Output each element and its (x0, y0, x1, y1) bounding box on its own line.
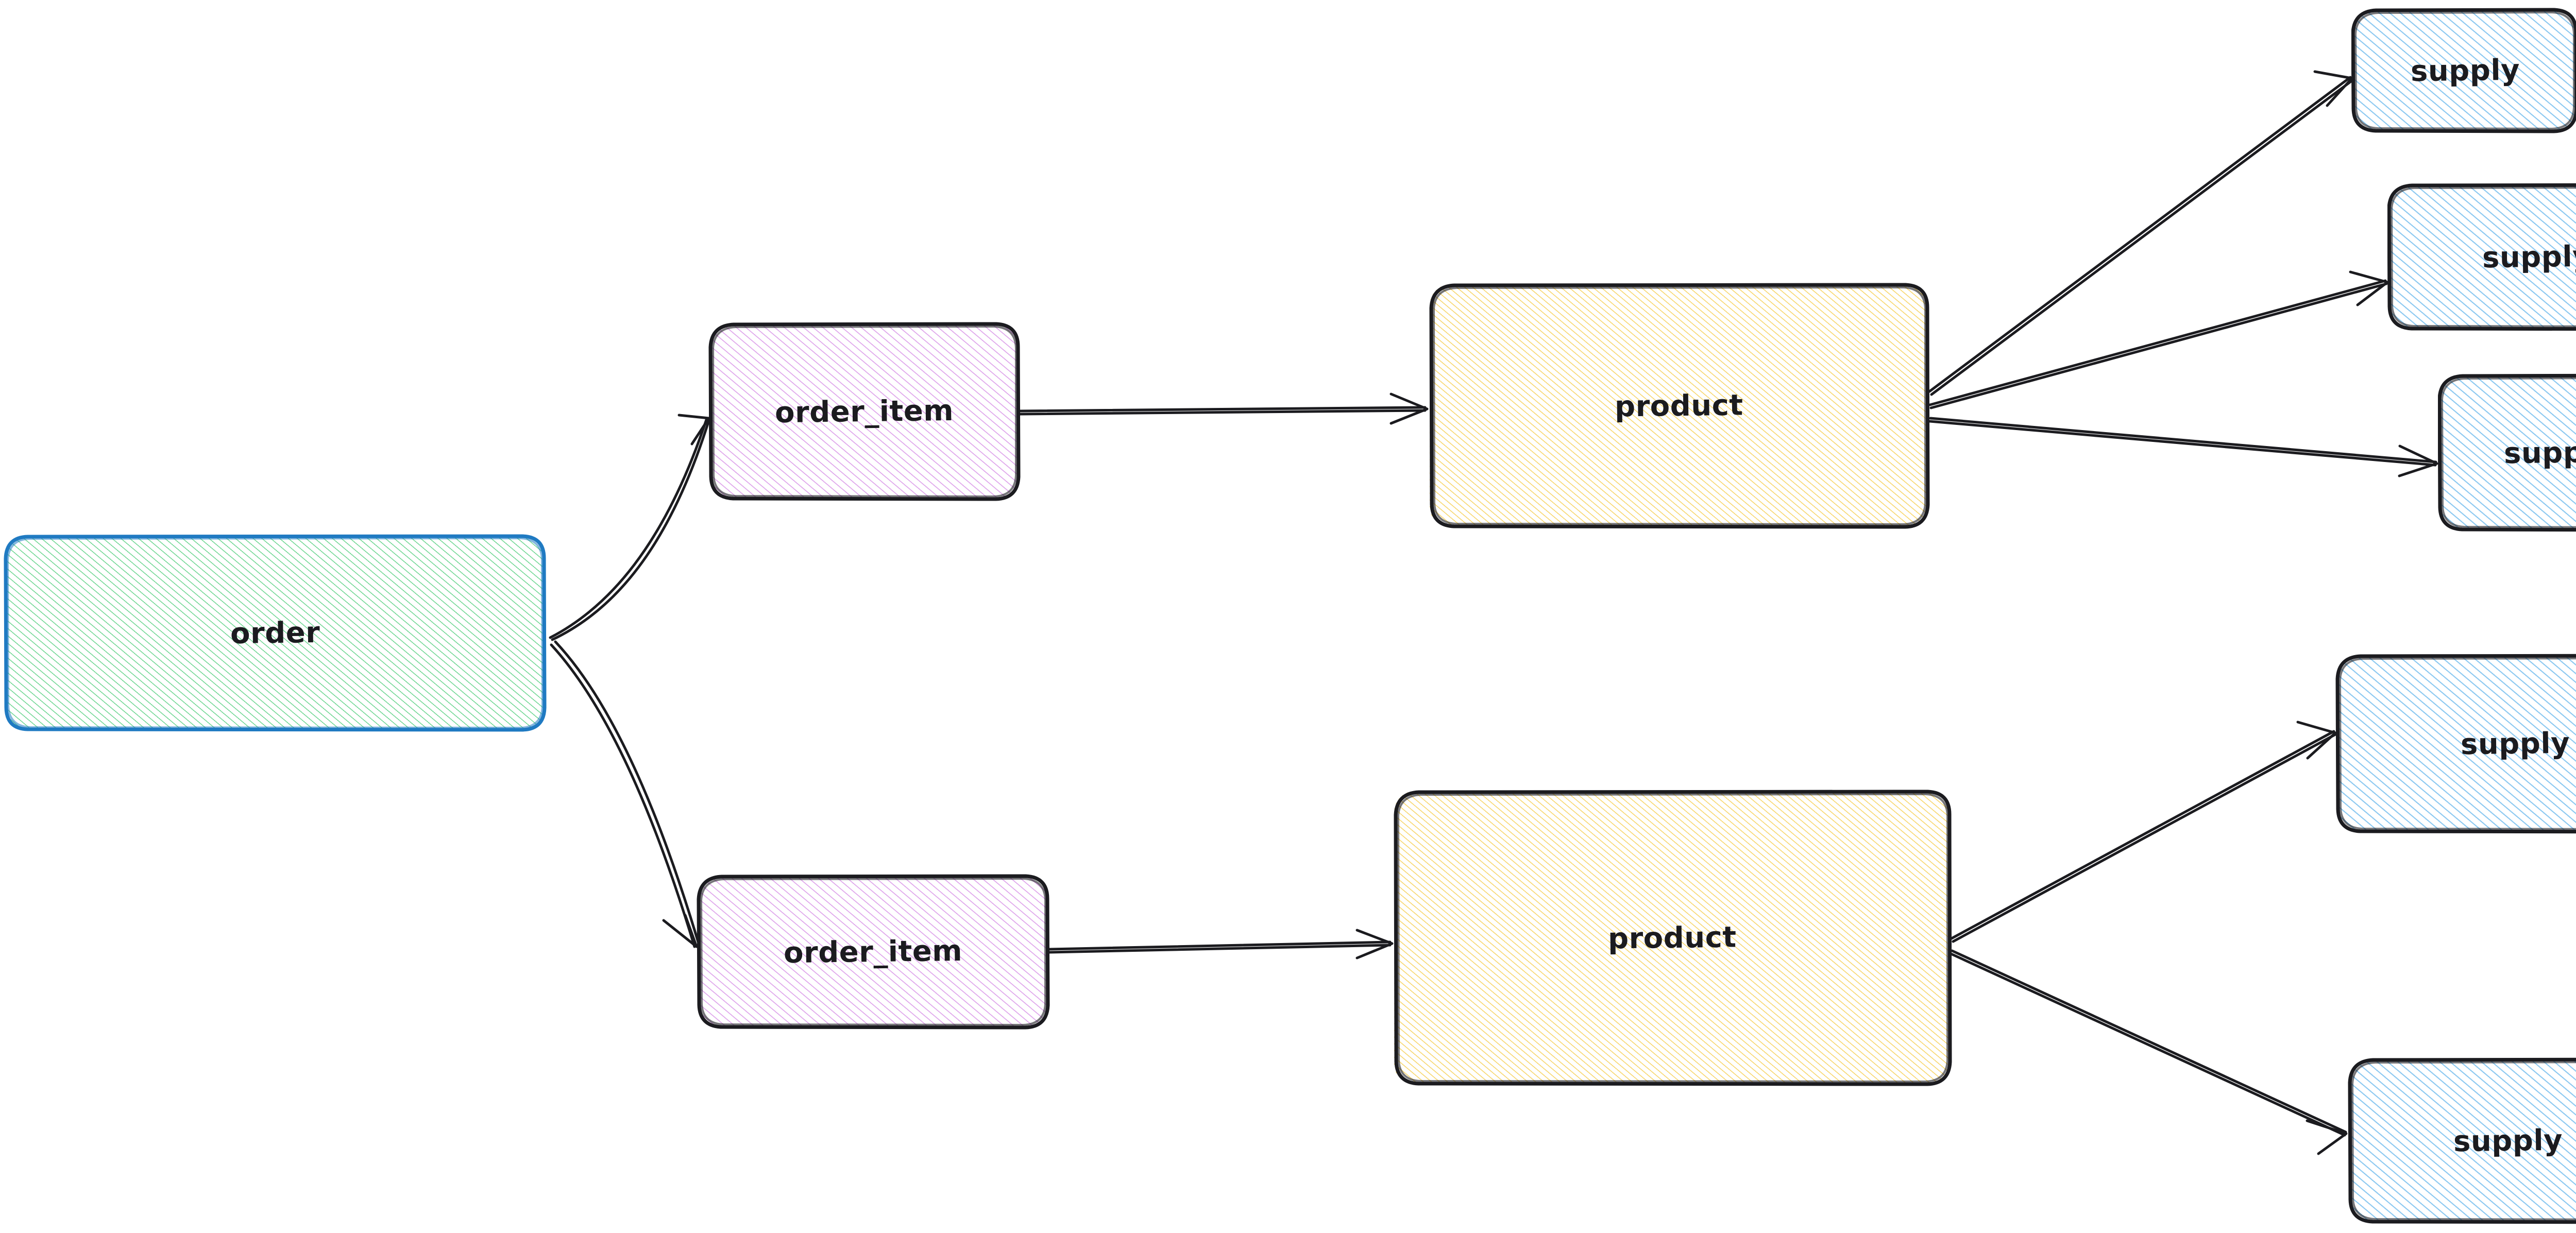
node-order-item-2[interactable]: order_item (697, 874, 1050, 1030)
edge-order-to-order-item-1 (549, 414, 710, 641)
node-product-2-label: product (1607, 920, 1737, 956)
node-supply-1[interactable]: supply (2351, 8, 2576, 133)
edge-product-1-to-supply-3 (1928, 417, 2438, 477)
node-order-item-1[interactable]: order_item (708, 322, 1021, 501)
edge-product-1-to-supply-1 (1928, 70, 2354, 396)
node-order-item-2-label: order_item (784, 934, 963, 970)
edge-order-item-2-to-product-2 (1048, 929, 1394, 960)
edge-product-2-to-supply-4 (1950, 721, 2337, 943)
node-supply-5-label: supply (2453, 1123, 2563, 1158)
node-supply-1-label: supply (2410, 53, 2520, 88)
node-product-2[interactable]: product (1394, 790, 1952, 1086)
node-order[interactable]: order (4, 534, 547, 732)
node-supply-2[interactable]: supply (2387, 183, 2576, 331)
node-product-1-label: product (1614, 388, 1744, 424)
node-supply-4[interactable]: supply (2335, 654, 2576, 834)
node-supply-4-label: supply (2460, 726, 2570, 761)
node-order-label: order (230, 615, 320, 650)
node-supply-5[interactable]: supply (2348, 1057, 2576, 1224)
edge-order-item-1-to-product-1 (1019, 392, 1429, 425)
edge-product-2-to-supply-5 (1950, 949, 2348, 1155)
node-supply-2-label: supply (2482, 239, 2576, 275)
edge-product-1-to-supply-2 (1928, 270, 2389, 409)
edge-order-to-order-item-2 (550, 640, 700, 948)
node-order-item-1-label: order_item (775, 393, 954, 430)
node-product-1[interactable]: product (1429, 283, 1930, 529)
node-supply-3-label: supply (2503, 435, 2576, 470)
node-supply-3[interactable]: supply (2438, 373, 2576, 532)
